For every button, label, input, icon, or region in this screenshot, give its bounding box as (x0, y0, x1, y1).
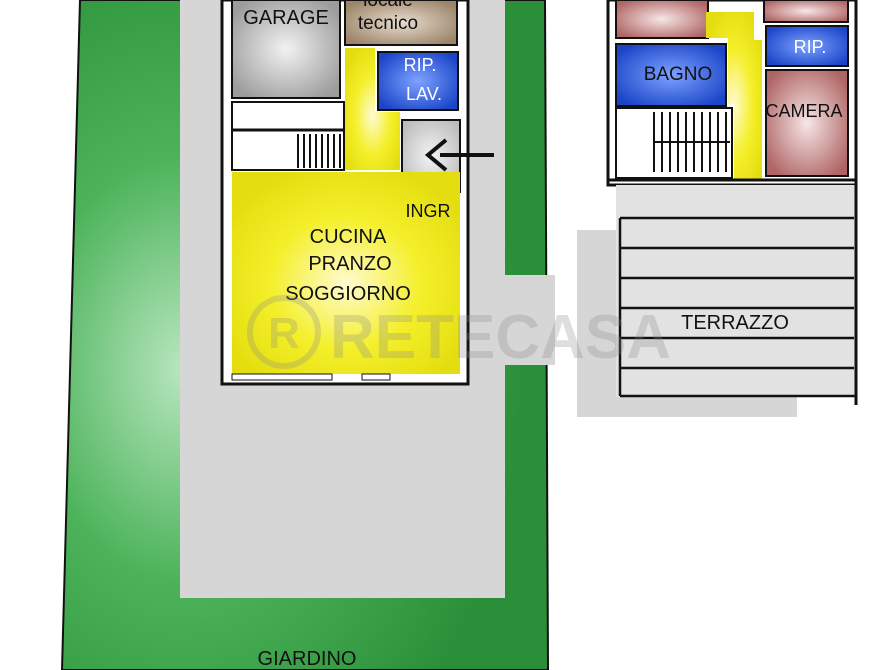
watermark-text: RETECASA (330, 303, 671, 372)
side-passage (500, 275, 555, 365)
terrace-area (616, 185, 856, 397)
storage-laundry-room (377, 51, 459, 111)
bath-room (615, 43, 727, 107)
corridor (345, 48, 400, 170)
bedroom-top-right (763, 0, 849, 23)
terrace-floor-slats (618, 216, 856, 398)
kitchen-living-room (232, 172, 460, 374)
kitchen-label-2: PRANZO (308, 253, 391, 275)
bedroom-room (765, 69, 849, 177)
stairs-area (231, 101, 345, 171)
watermark-logo: R RETECASA (247, 295, 671, 372)
garage-room (231, 0, 341, 99)
terrace-label: TERRAZZO (681, 312, 789, 334)
storage-upper-label: RIP. (794, 37, 827, 57)
technical-room-label-2: tecnico (358, 13, 418, 34)
bedroom-label: CAMERA (765, 101, 842, 121)
bedroom-top-left (615, 0, 709, 39)
stairs-icon (297, 134, 341, 168)
storage-label-1: RIP. (404, 55, 437, 75)
upper-corridor (706, 12, 762, 180)
technical-room (344, 0, 458, 46)
bath-label: BAGNO (644, 64, 713, 85)
storage-room-upper (765, 25, 849, 67)
stairs-icon (653, 112, 730, 172)
arrow-left-icon (424, 138, 494, 172)
garage-label: GARAGE (243, 7, 329, 29)
kitchen-label-3: SOGGIORNO (285, 283, 411, 305)
kitchen-label-1: CUCINA (310, 226, 387, 248)
storage-label-2: LAV. (406, 84, 442, 104)
svg-text:R: R (268, 309, 300, 358)
garden-label: GIARDINO (258, 648, 357, 670)
technical-room-label-1: locale (363, 0, 413, 11)
entrance-label: INGR (406, 201, 451, 221)
